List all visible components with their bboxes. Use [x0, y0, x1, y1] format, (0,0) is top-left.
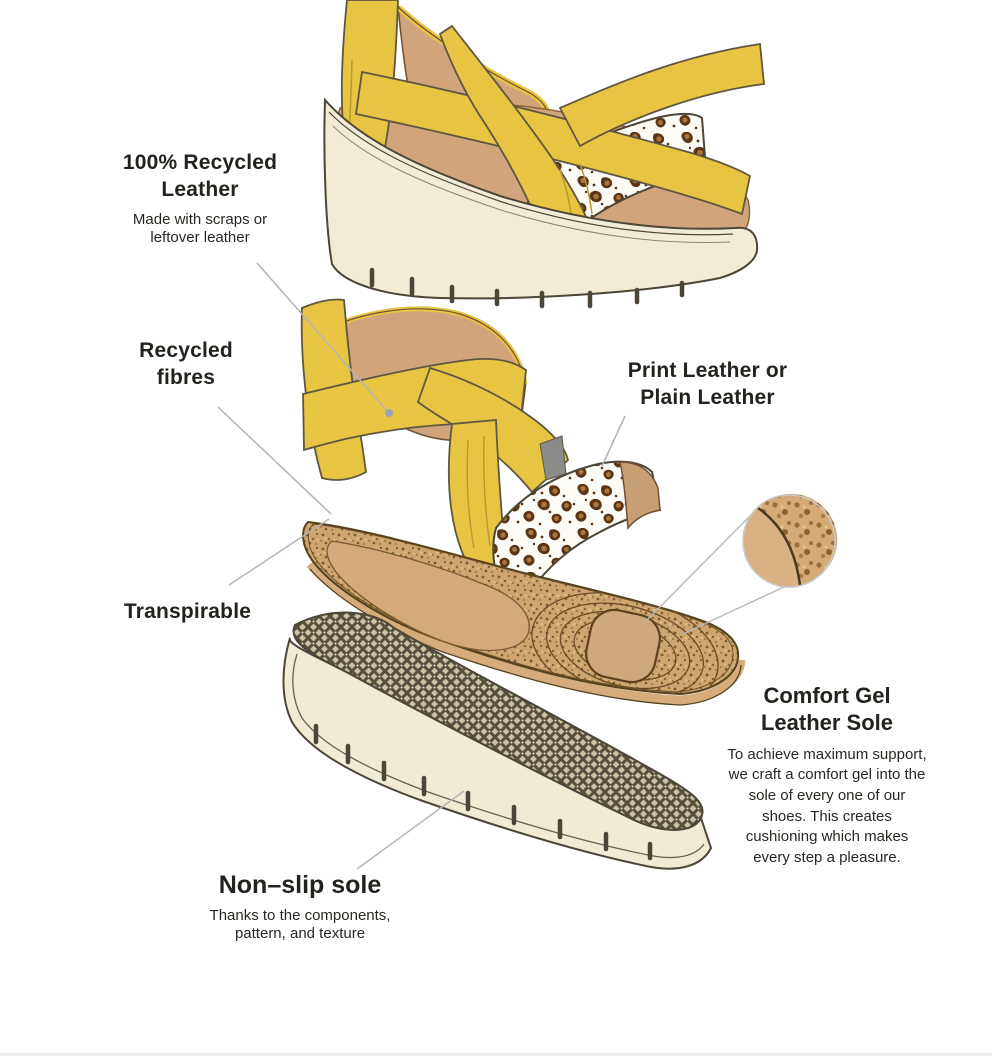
- strap-assembly-illustration: [300, 298, 662, 604]
- print-leather-title: Print Leather or Plain Leather: [627, 359, 788, 409]
- label-non-slip: Non–slip sole Thanks to the components, …: [200, 870, 400, 944]
- recycled-leather-title: 100% Recycled Leather: [122, 151, 278, 201]
- label-recycled-fibres: Recycled fibres: [126, 338, 246, 392]
- outsole-illustration: [282, 611, 713, 870]
- comfort-footbed-illustration: [302, 520, 746, 706]
- non-slip-title: Non–slip sole: [218, 871, 382, 899]
- comfort-gel-body: To achieve maximum support, we craft a c…: [727, 745, 927, 867]
- leader-lines: [217, 262, 626, 870]
- assembled-sandal-illustration: [323, 0, 765, 309]
- page-bottom-divider: [0, 1053, 992, 1056]
- label-recycled-leather: 100% Recycled Leather Made with scraps o…: [110, 150, 290, 247]
- label-transpirable: Transpirable: [100, 599, 275, 626]
- non-slip-subtitle: Thanks to the components, pattern, and t…: [209, 907, 391, 943]
- label-comfort-gel: Comfort Gel Leather Sole To achieve maxi…: [727, 683, 927, 869]
- transpirable-title: Transpirable: [123, 600, 252, 623]
- recycled-fibres-title: Recycled fibres: [139, 339, 233, 389]
- comfort-gel-title: Comfort Gel Leather Sole: [760, 683, 894, 735]
- label-print-leather: Print Leather or Plain Leather: [620, 358, 795, 412]
- recycled-leather-subtitle: Made with scraps or leftover leather: [132, 210, 268, 247]
- magnifier-detail: [645, 493, 838, 635]
